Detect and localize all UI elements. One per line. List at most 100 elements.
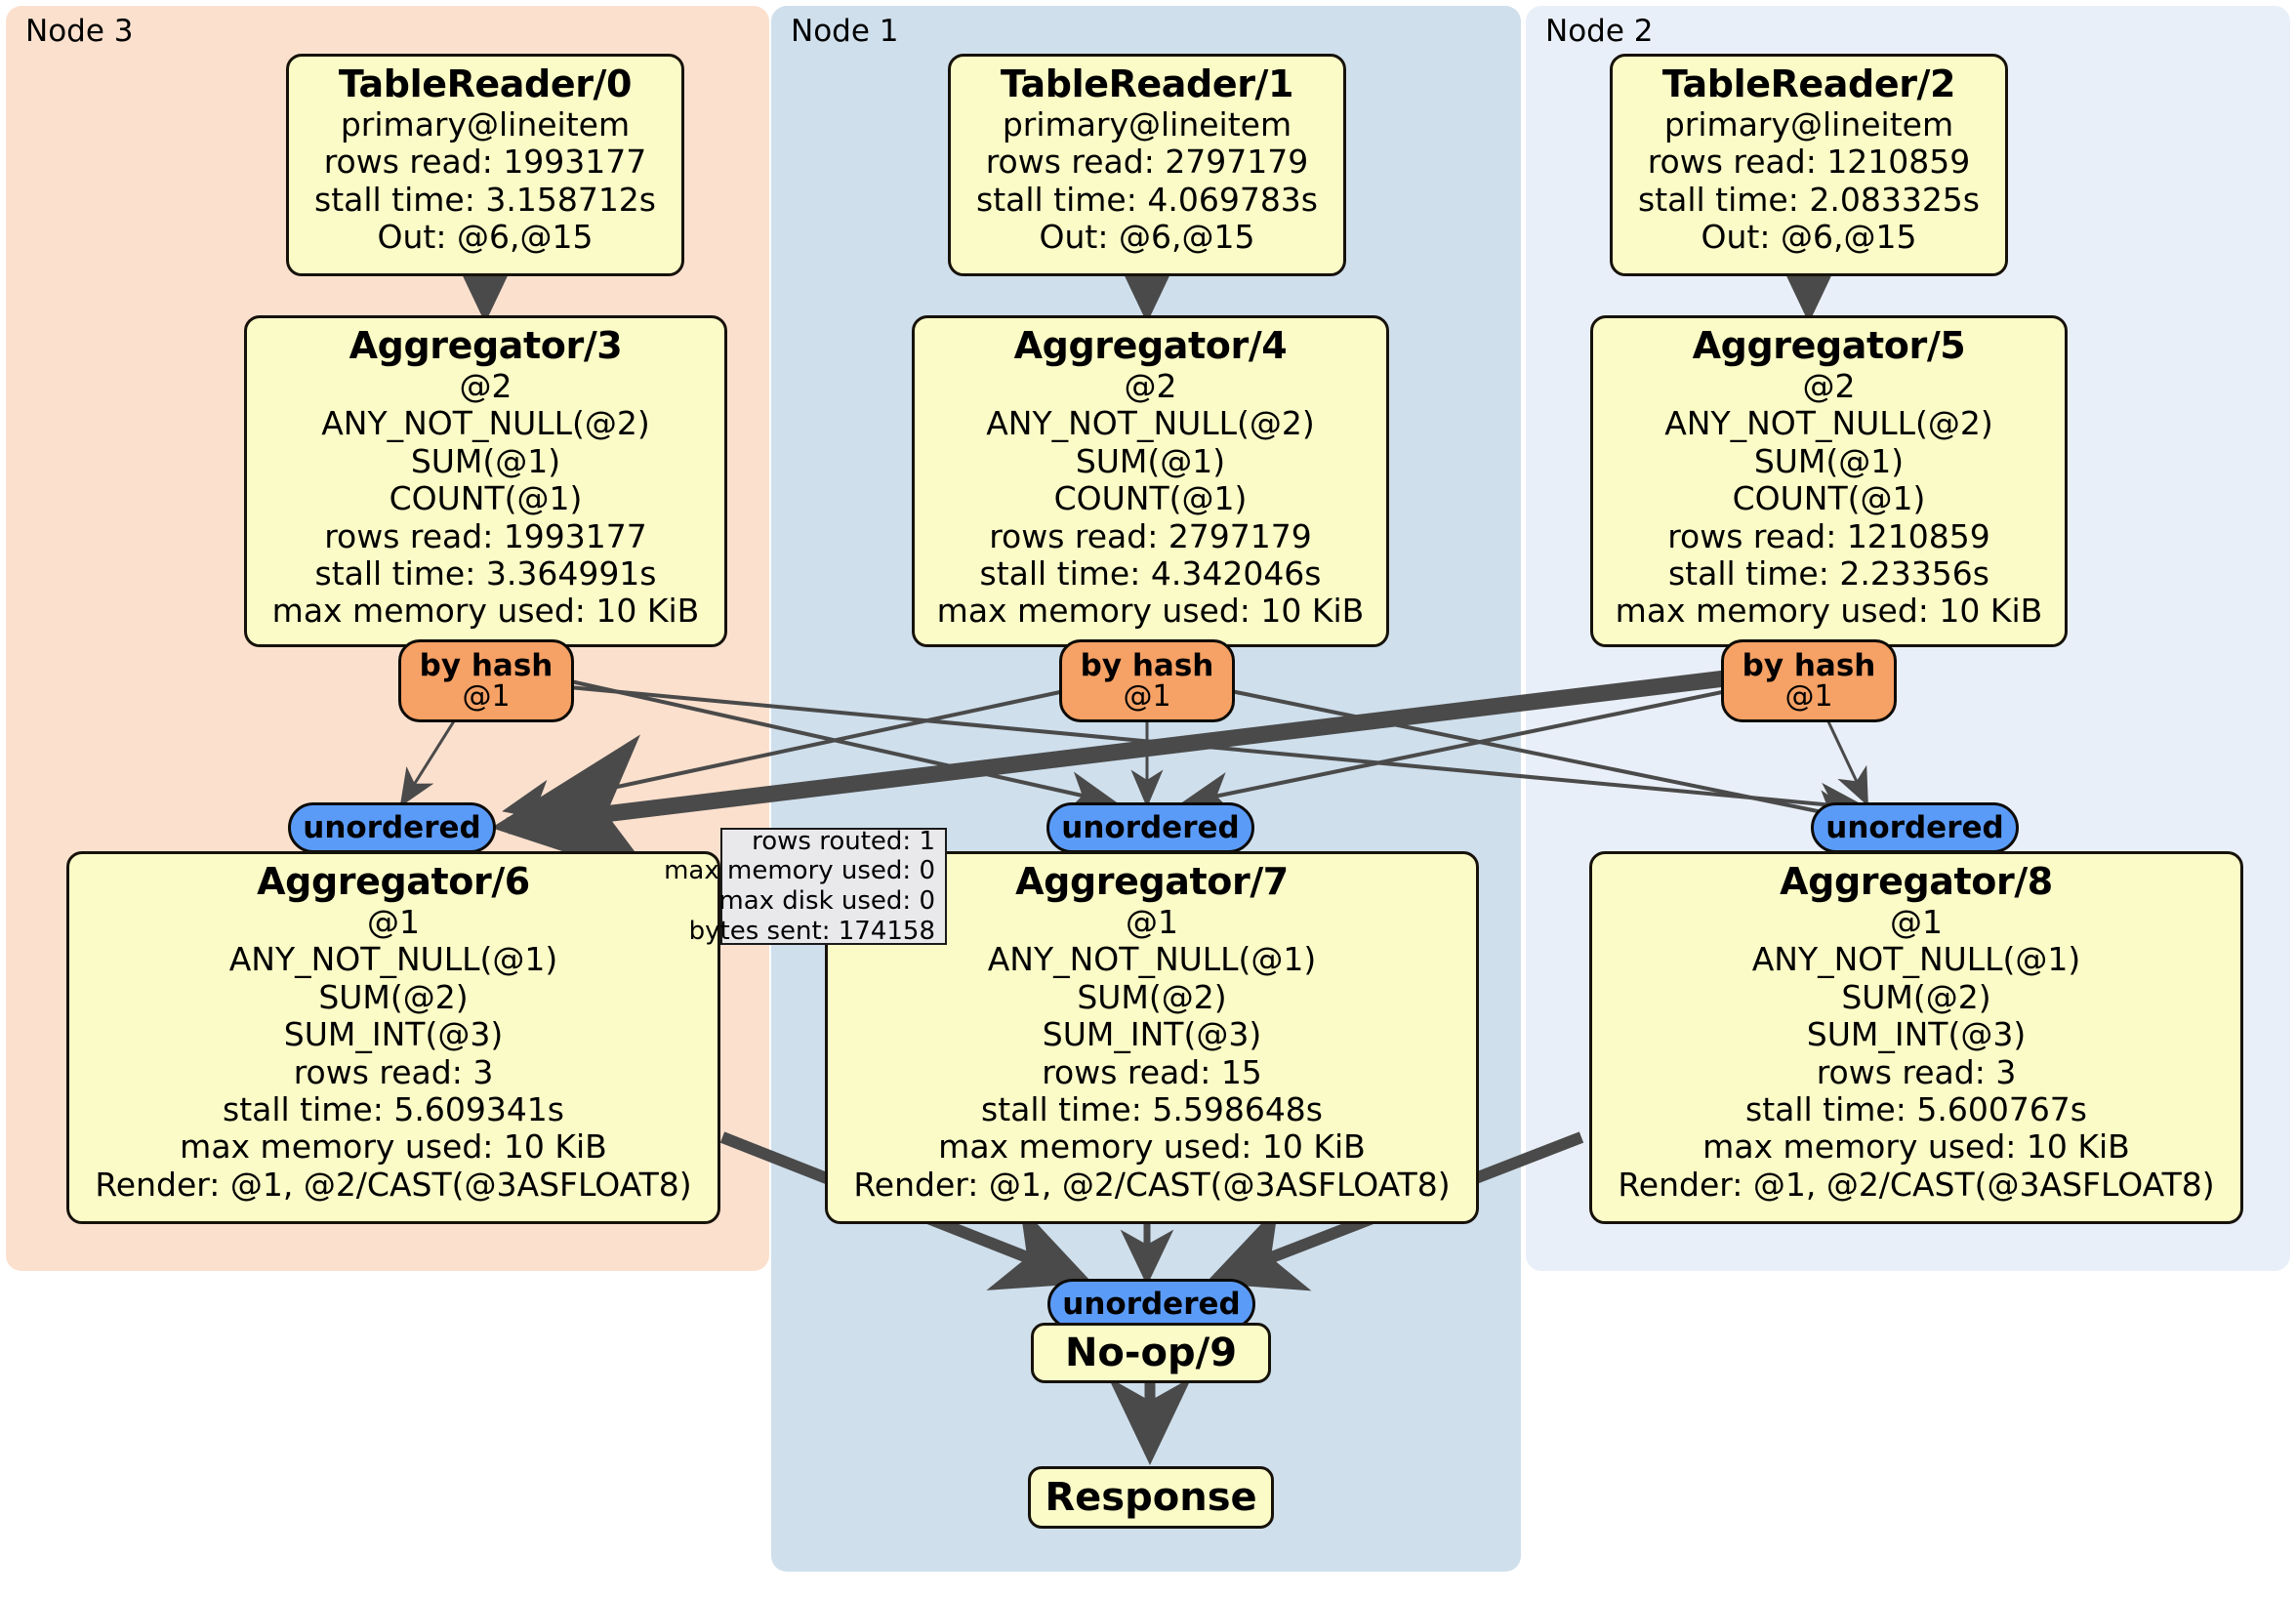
operator-tablereader-1[interactable]: TableReader/1 primary@lineitem rows read… bbox=[948, 54, 1346, 276]
synchronizer-badge-unordered-node3[interactable]: unordered bbox=[288, 802, 496, 853]
operator-detail: rows read: 1993177 bbox=[324, 516, 647, 555]
operator-detail: SUM(@2) bbox=[318, 977, 469, 1016]
operator-detail: @1 bbox=[1890, 902, 1943, 941]
operator-detail: max memory used: 10 KiB bbox=[1615, 592, 2043, 631]
operator-detail: ANY_NOT_NULL(@1) bbox=[987, 940, 1317, 979]
operator-detail: SUM_INT(@3) bbox=[283, 1015, 504, 1054]
operator-detail: stall time: 3.364991s bbox=[314, 554, 657, 594]
operator-detail: stall time: 5.600767s bbox=[1745, 1090, 2087, 1129]
router-badge-by-hash-node3[interactable]: by hash @1 bbox=[398, 639, 574, 722]
operator-detail: stall time: 3.158712s bbox=[314, 180, 656, 219]
operator-detail: SUM(@2) bbox=[1841, 977, 1991, 1016]
operator-detail: stall time: 4.069783s bbox=[976, 180, 1318, 219]
operator-detail: max memory used: 10 KiB bbox=[271, 592, 700, 631]
router-badge-column: @1 bbox=[462, 679, 511, 715]
operator-detail: @2 bbox=[1124, 366, 1177, 405]
operator-title: Aggregator/3 bbox=[348, 324, 623, 367]
operator-detail: COUNT(@1) bbox=[389, 479, 583, 518]
operator-title: Aggregator/5 bbox=[1692, 324, 1966, 367]
operator-detail: Render: @1, @2/CAST(@3ASFLOAT8) bbox=[95, 1165, 692, 1204]
operator-detail: @1 bbox=[367, 902, 420, 941]
operator-title: TableReader/1 bbox=[1000, 62, 1294, 105]
operator-detail: max memory used: 10 KiB bbox=[1702, 1127, 2130, 1167]
operator-detail: SUM(@1) bbox=[1075, 441, 1226, 480]
operator-detail: ANY_NOT_NULL(@1) bbox=[228, 940, 558, 979]
operator-aggregator-6[interactable]: Aggregator/6 @1 ANY_NOT_NULL(@1) SUM(@2)… bbox=[66, 851, 720, 1224]
operator-detail: Out: @6,@15 bbox=[377, 218, 594, 257]
router-badge-label: by hash bbox=[419, 647, 554, 683]
router-badge-column: @1 bbox=[1784, 679, 1833, 715]
operator-detail: stall time: 4.342046s bbox=[979, 554, 1322, 594]
router-badge-label: by hash bbox=[1742, 647, 1876, 683]
router-badge-label: by hash bbox=[1080, 647, 1214, 683]
operator-tablereader-2[interactable]: TableReader/2 primary@lineitem rows read… bbox=[1610, 54, 2008, 276]
operator-title: TableReader/0 bbox=[338, 62, 633, 105]
operator-tablereader-0[interactable]: TableReader/0 primary@lineitem rows read… bbox=[286, 54, 684, 276]
operator-detail: ANY_NOT_NULL(@2) bbox=[986, 404, 1315, 443]
operator-detail: rows read: 3 bbox=[1816, 1052, 2017, 1091]
operator-detail: stall time: 5.598648s bbox=[981, 1090, 1323, 1129]
stats-line: bytes sent: 174158 bbox=[688, 916, 935, 946]
operator-detail: Render: @1, @2/CAST(@3ASFLOAT8) bbox=[853, 1165, 1451, 1204]
operator-title: No-op/9 bbox=[1064, 1331, 1238, 1375]
operator-title: Response bbox=[1045, 1475, 1257, 1520]
synchronizer-badge-unordered-final[interactable]: unordered bbox=[1047, 1279, 1255, 1330]
node-panel-label-node2: Node 2 bbox=[1545, 14, 1654, 49]
operator-detail: stall time: 5.609341s bbox=[223, 1090, 564, 1129]
operator-detail: max memory used: 10 KiB bbox=[936, 592, 1365, 631]
synchronizer-badge-label: unordered bbox=[1061, 809, 1240, 845]
operator-aggregator-3[interactable]: Aggregator/3 @2 ANY_NOT_NULL(@2) SUM(@1)… bbox=[244, 315, 727, 647]
synchronizer-badge-label: unordered bbox=[1062, 1286, 1241, 1322]
operator-detail: primary@lineitem bbox=[1002, 104, 1292, 143]
synchronizer-badge-unordered-node2[interactable]: unordered bbox=[1811, 802, 2019, 853]
operator-aggregator-5[interactable]: Aggregator/5 @2 ANY_NOT_NULL(@2) SUM(@1)… bbox=[1590, 315, 2068, 647]
router-badge-by-hash-node2[interactable]: by hash @1 bbox=[1721, 639, 1897, 722]
stats-line: max memory used: 0 bbox=[664, 856, 935, 886]
operator-detail: SUM(@1) bbox=[410, 441, 561, 480]
synchronizer-badge-label: unordered bbox=[303, 809, 481, 845]
operator-detail: Render: @1, @2/CAST(@3ASFLOAT8) bbox=[1618, 1165, 2215, 1204]
operator-detail: max memory used: 10 KiB bbox=[938, 1127, 1366, 1167]
operator-detail: @1 bbox=[1126, 902, 1178, 941]
operator-title: Aggregator/4 bbox=[1013, 324, 1288, 367]
operator-detail: @2 bbox=[459, 366, 512, 405]
operator-detail: max memory used: 10 KiB bbox=[180, 1127, 607, 1167]
operator-detail: rows read: 1993177 bbox=[323, 143, 647, 182]
operator-detail: stall time: 2.23356s bbox=[1667, 554, 1989, 594]
operator-detail: rows read: 2797179 bbox=[985, 143, 1309, 182]
synchronizer-badge-label: unordered bbox=[1825, 809, 2004, 845]
operator-aggregator-8[interactable]: Aggregator/8 @1 ANY_NOT_NULL(@1) SUM(@2)… bbox=[1589, 851, 2243, 1224]
operator-detail: @2 bbox=[1802, 366, 1856, 405]
router-badge-column: @1 bbox=[1123, 679, 1171, 715]
operator-detail: rows read: 2797179 bbox=[989, 516, 1312, 555]
operator-no-op-9[interactable]: No-op/9 bbox=[1031, 1323, 1271, 1383]
node-panel-label-node3: Node 3 bbox=[25, 14, 134, 49]
operator-detail: primary@lineitem bbox=[340, 104, 631, 143]
node-panel-label-node1: Node 1 bbox=[791, 14, 899, 49]
stream-stats-tooltip: rows routed: 1 max memory used: 0 max di… bbox=[664, 826, 947, 946]
operator-title: Aggregator/6 bbox=[257, 860, 530, 903]
operator-detail: SUM_INT(@3) bbox=[1042, 1015, 1262, 1054]
operator-detail: primary@lineitem bbox=[1663, 104, 1954, 143]
operator-detail: SUM(@2) bbox=[1077, 977, 1227, 1016]
operator-detail: ANY_NOT_NULL(@1) bbox=[1751, 940, 2081, 979]
operator-response[interactable]: Response bbox=[1028, 1466, 1274, 1529]
synchronizer-badge-unordered-node1[interactable]: unordered bbox=[1046, 802, 1254, 853]
stats-line: max disk used: 0 bbox=[718, 886, 935, 916]
operator-detail: Out: @6,@15 bbox=[1701, 218, 1917, 257]
operator-detail: SUM(@1) bbox=[1753, 441, 1905, 480]
stats-line: rows routed: 1 bbox=[752, 826, 935, 856]
operator-detail: Out: @6,@15 bbox=[1039, 218, 1255, 257]
router-badge-by-hash-node1[interactable]: by hash @1 bbox=[1059, 639, 1235, 722]
operator-aggregator-7[interactable]: Aggregator/7 @1 ANY_NOT_NULL(@1) SUM(@2)… bbox=[825, 851, 1479, 1224]
operator-detail: rows read: 1210859 bbox=[1647, 143, 1971, 182]
operator-detail: COUNT(@1) bbox=[1732, 479, 1926, 518]
operator-detail: SUM_INT(@3) bbox=[1806, 1015, 2027, 1054]
operator-detail: rows read: 3 bbox=[293, 1052, 494, 1091]
operator-detail: rows read: 15 bbox=[1042, 1052, 1262, 1091]
operator-detail: ANY_NOT_NULL(@2) bbox=[321, 404, 650, 443]
operator-detail: stall time: 2.083325s bbox=[1638, 180, 1980, 219]
operator-title: Aggregator/7 bbox=[1015, 860, 1289, 903]
operator-aggregator-4[interactable]: Aggregator/4 @2 ANY_NOT_NULL(@2) SUM(@1)… bbox=[912, 315, 1389, 647]
